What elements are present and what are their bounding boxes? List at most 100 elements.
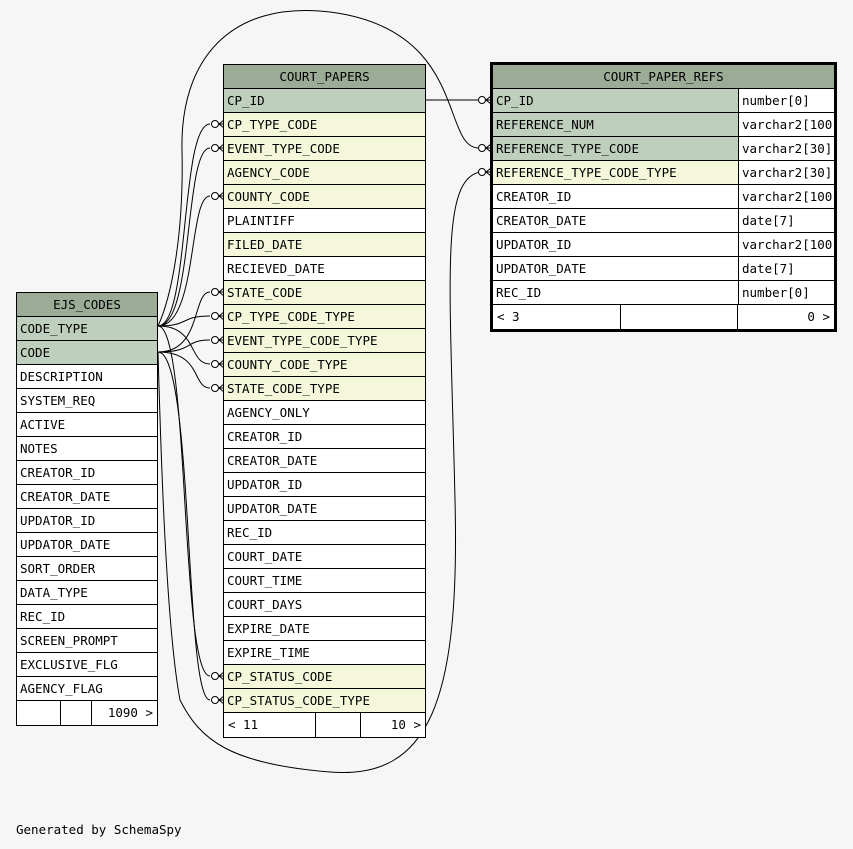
column-row-updator-id[interactable]: UPDATOR_ID <box>224 473 425 497</box>
column-name: SORT_ORDER <box>17 557 157 580</box>
column-row-court-days[interactable]: COURT_DAYS <box>224 593 425 617</box>
column-row-system-req[interactable]: SYSTEM_REQ <box>17 389 157 413</box>
column-name: STATE_CODE <box>224 281 425 304</box>
column-name: UPDATOR_DATE <box>17 533 157 556</box>
column-row-creator-id[interactable]: CREATOR_ID <box>17 461 157 485</box>
column-row-event-type-code-type[interactable]: EVENT_TYPE_CODE_TYPE <box>224 329 425 353</box>
column-row-county-code-type[interactable]: COUNTY_CODE_TYPE <box>224 353 425 377</box>
column-type: date[7] <box>738 257 834 280</box>
column-row-active[interactable]: ACTIVE <box>17 413 157 437</box>
fk-edge-endpoint <box>211 119 225 129</box>
fk-edge-endpoint <box>211 671 225 681</box>
column-type: number[0] <box>738 89 834 112</box>
column-name: SYSTEM_REQ <box>17 389 157 412</box>
column-row-rec-id[interactable]: REC_ID <box>224 521 425 545</box>
column-name: CREATOR_ID <box>17 461 157 484</box>
column-row-sort-order[interactable]: SORT_ORDER <box>17 557 157 581</box>
column-row-creator-id[interactable]: CREATOR_ID <box>224 425 425 449</box>
column-type: varchar2[100] <box>738 185 834 208</box>
footer-left <box>17 701 61 725</box>
column-row-state-code[interactable]: STATE_CODE <box>224 281 425 305</box>
column-row-cp-type-code-type[interactable]: CP_TYPE_CODE_TYPE <box>224 305 425 329</box>
column-type: number[0] <box>738 281 834 304</box>
column-type: varchar2[100] <box>738 233 834 256</box>
column-row-code[interactable]: CODE <box>17 341 157 365</box>
column-row-event-type-code[interactable]: EVENT_TYPE_CODE <box>224 137 425 161</box>
column-row-rec-id[interactable]: REC_ID <box>17 605 157 629</box>
column-row-exclusive-flg[interactable]: EXCLUSIVE_FLG <box>17 653 157 677</box>
column-row-agency-code[interactable]: AGENCY_CODE <box>224 161 425 185</box>
generated-by-caption: Generated by SchemaSpy <box>16 822 182 837</box>
column-row-screen-prompt[interactable]: SCREEN_PROMPT <box>17 629 157 653</box>
column-name: AGENCY_ONLY <box>224 401 425 424</box>
footer-mid <box>61 701 92 725</box>
column-row-expire-time[interactable]: EXPIRE_TIME <box>224 641 425 665</box>
column-row-court-time[interactable]: COURT_TIME <box>224 569 425 593</box>
column-row-description[interactable]: DESCRIPTION <box>17 365 157 389</box>
column-name: AGENCY_CODE <box>224 161 425 184</box>
fk-edge-court-papers-to-ejs-codes <box>157 291 211 353</box>
column-name: UPDATOR_DATE <box>493 257 738 280</box>
column-name: EXPIRE_DATE <box>224 617 425 640</box>
column-name: DATA_TYPE <box>17 581 157 604</box>
table-footer: < 11 10 > <box>224 713 425 737</box>
column-type: varchar2[30] <box>738 137 834 160</box>
column-row-cp-status-code[interactable]: CP_STATUS_CODE <box>224 665 425 689</box>
column-row-court-date[interactable]: COURT_DATE <box>224 545 425 569</box>
column-name: CREATOR_DATE <box>493 209 738 232</box>
column-row-agency-only[interactable]: AGENCY_ONLY <box>224 401 425 425</box>
column-row-state-code-type[interactable]: STATE_CODE_TYPE <box>224 377 425 401</box>
column-row-creator-date[interactable]: CREATOR_DATE <box>17 485 157 509</box>
column-name: UPDATOR_ID <box>224 473 425 496</box>
footer-right: 0 > <box>807 309 830 324</box>
column-name: CP_ID <box>224 89 425 112</box>
column-row-code-type[interactable]: CODE_TYPE <box>17 317 157 341</box>
column-name: CP_TYPE_CODE_TYPE <box>224 305 425 328</box>
footer-mid <box>316 713 361 737</box>
column-name: CODE <box>17 341 157 364</box>
column-row-creator-date[interactable]: CREATOR_DATE <box>224 449 425 473</box>
fk-edge-court-papers-to-ejs-codes <box>157 123 211 327</box>
column-name: EVENT_TYPE_CODE <box>224 137 425 160</box>
column-name: REFERENCE_TYPE_CODE <box>493 137 738 160</box>
column-name: CP_STATUS_CODE_TYPE <box>224 689 425 712</box>
column-name: ACTIVE <box>17 413 157 436</box>
column-row-notes[interactable]: NOTES <box>17 437 157 461</box>
column-name: UPDATOR_DATE <box>224 497 425 520</box>
column-row-cp-status-code-type[interactable]: CP_STATUS_CODE_TYPE <box>224 689 425 713</box>
column-row-expire-date[interactable]: EXPIRE_DATE <box>224 617 425 641</box>
column-row-cp-type-code[interactable]: CP_TYPE_CODE <box>224 113 425 137</box>
column-name: REC_ID <box>17 605 157 628</box>
fk-edge-court-papers-to-ejs-codes <box>157 315 211 327</box>
fk-edge-refs-ref-type-code <box>157 10 481 327</box>
column-row-agency-flag[interactable]: AGENCY_FLAG <box>17 677 157 701</box>
column-row-cp-id[interactable]: CP_ID <box>224 89 425 113</box>
column-name: SCREEN_PROMPT <box>17 629 157 652</box>
column-name: EXPIRE_TIME <box>224 641 425 664</box>
column-row-updator-date[interactable]: UPDATOR_DATE <box>224 497 425 521</box>
column-row-updator-id[interactable]: UPDATOR_ID <box>17 509 157 533</box>
column-row-county-code[interactable]: COUNTY_CODE <box>224 185 425 209</box>
column-row-updator-date[interactable]: UPDATOR_DATE <box>17 533 157 557</box>
column-row-data-type[interactable]: DATA_TYPE <box>17 581 157 605</box>
column-name: DESCRIPTION <box>17 365 157 388</box>
column-row-filed-date[interactable]: FILED_DATE <box>224 233 425 257</box>
column-row-recieved-date[interactable]: RECIEVED_DATE <box>224 257 425 281</box>
column-row-plaintiff[interactable]: PLAINTIFF <box>224 209 425 233</box>
column-name: AGENCY_FLAG <box>17 677 157 700</box>
fk-edge-endpoint <box>211 695 225 705</box>
